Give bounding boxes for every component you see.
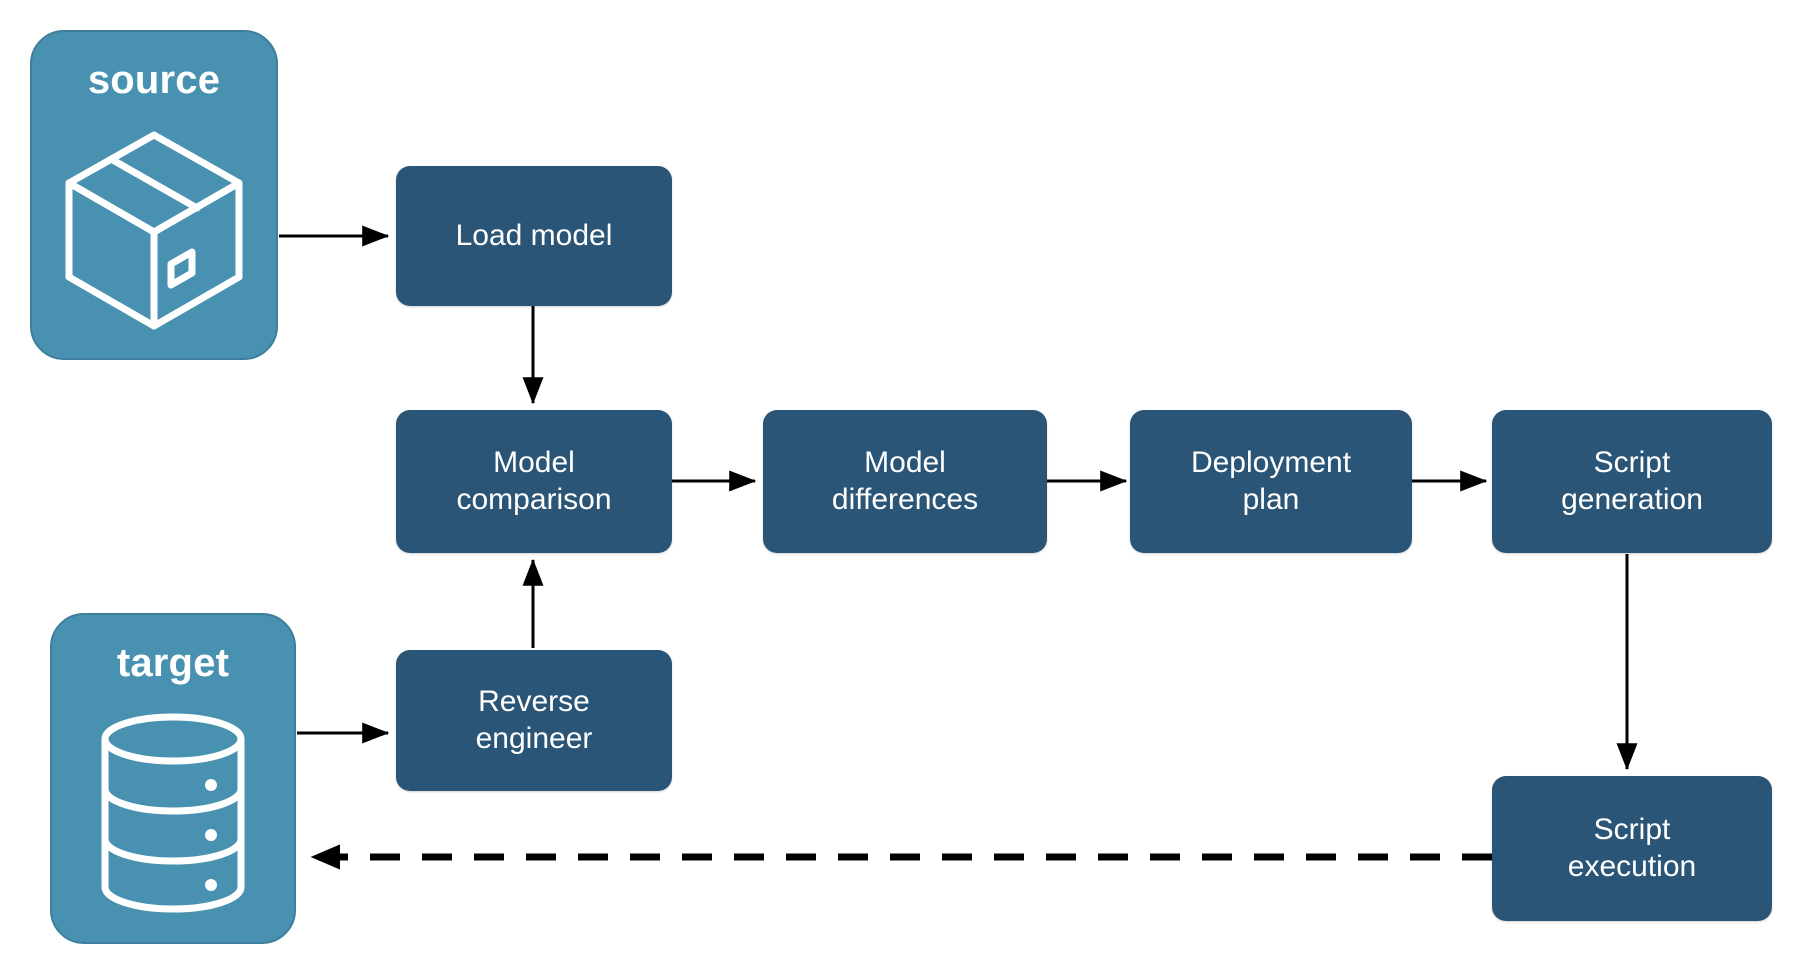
node-reverse-engineer-line1: Reverse [478, 684, 590, 718]
node-deployment-plan-line2: plan [1242, 482, 1300, 516]
node-model-differences-line2: differences [831, 482, 979, 516]
node-model-comparison[interactable]: Model comparison [396, 410, 672, 553]
node-reverse-engineer-line2: engineer [475, 721, 593, 755]
node-reverse-engineer[interactable]: Reverse engineer [396, 650, 672, 791]
node-load-model-line1: Load model [455, 218, 613, 252]
node-model-differences[interactable]: Model differences [763, 410, 1047, 553]
node-deployment-plan-line1: Deployment [1190, 445, 1352, 479]
node-script-execution-line2: execution [1567, 849, 1697, 883]
node-model-comparison-line2: comparison [456, 482, 612, 516]
endpoint-target-label: target [116, 641, 230, 685]
node-script-execution-line1: Script [1593, 812, 1671, 846]
node-script-generation[interactable]: Script generation [1492, 410, 1772, 553]
endpoint-target[interactable]: target [50, 613, 296, 944]
database-cylinder-icon [52, 683, 294, 942]
node-model-differences-line1: Model [864, 445, 946, 479]
node-script-execution[interactable]: Script execution [1492, 776, 1772, 921]
node-load-model[interactable]: Load model [396, 166, 672, 306]
endpoint-source-label: source [87, 58, 221, 102]
endpoint-source[interactable]: source [30, 30, 278, 360]
node-script-generation-line1: Script [1593, 445, 1671, 479]
node-script-generation-line2: generation [1561, 482, 1703, 516]
package-box-icon [32, 100, 276, 358]
node-deployment-plan[interactable]: Deployment plan [1130, 410, 1412, 553]
node-model-comparison-line1: Model [493, 445, 575, 479]
